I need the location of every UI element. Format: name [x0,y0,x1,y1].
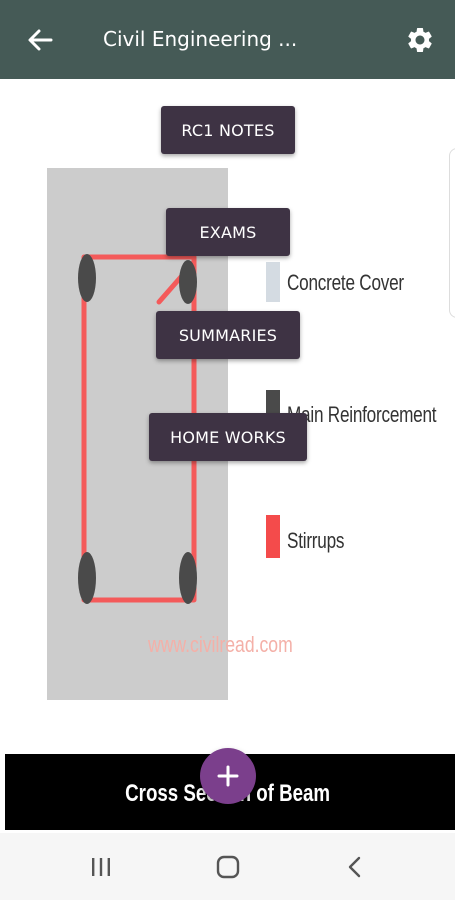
rc1-notes-button[interactable]: RC1 NOTES [161,106,295,154]
main-bar-top-left [78,254,96,302]
settings-button[interactable] [402,22,438,58]
plus-icon [217,765,239,787]
app-title: Civil Engineering ... [103,27,298,51]
main-bar-bottom-right [179,552,197,604]
summaries-button[interactable]: SUMMARIES [156,311,300,359]
main-bar-bottom-left [78,552,96,604]
back-button[interactable] [22,24,58,56]
stirrup-shape [81,254,197,603]
reinforcement-drawing [78,254,197,604]
app-bar: Civil Engineering ... [0,0,455,79]
legend-label-concrete-cover: Concrete Cover [287,270,404,295]
add-fab-button[interactable] [200,748,256,804]
legend-swatch-stirrups [266,515,280,558]
arrow-left-icon [28,29,53,51]
system-back-button[interactable] [333,845,377,889]
legend-label-main-reinforcement: Main Reinforcement [287,402,437,427]
recents-icon [92,858,110,876]
legend-swatch-concrete-cover [266,262,280,302]
exams-button[interactable]: EXAMS [166,208,290,256]
system-nav-bar [0,833,455,900]
home-icon [216,855,240,879]
gear-icon [408,27,432,52]
main-bar-top-right [179,260,197,304]
edge-panel-handle[interactable] [449,148,455,318]
home-button[interactable] [206,845,250,889]
legend-label-stirrups: Stirrups [287,528,345,553]
back-chevron-icon [348,856,361,878]
recents-button[interactable] [79,845,123,889]
watermark: www.civilread.com [148,632,293,657]
home-works-button[interactable]: HOME WORKS [149,413,307,461]
